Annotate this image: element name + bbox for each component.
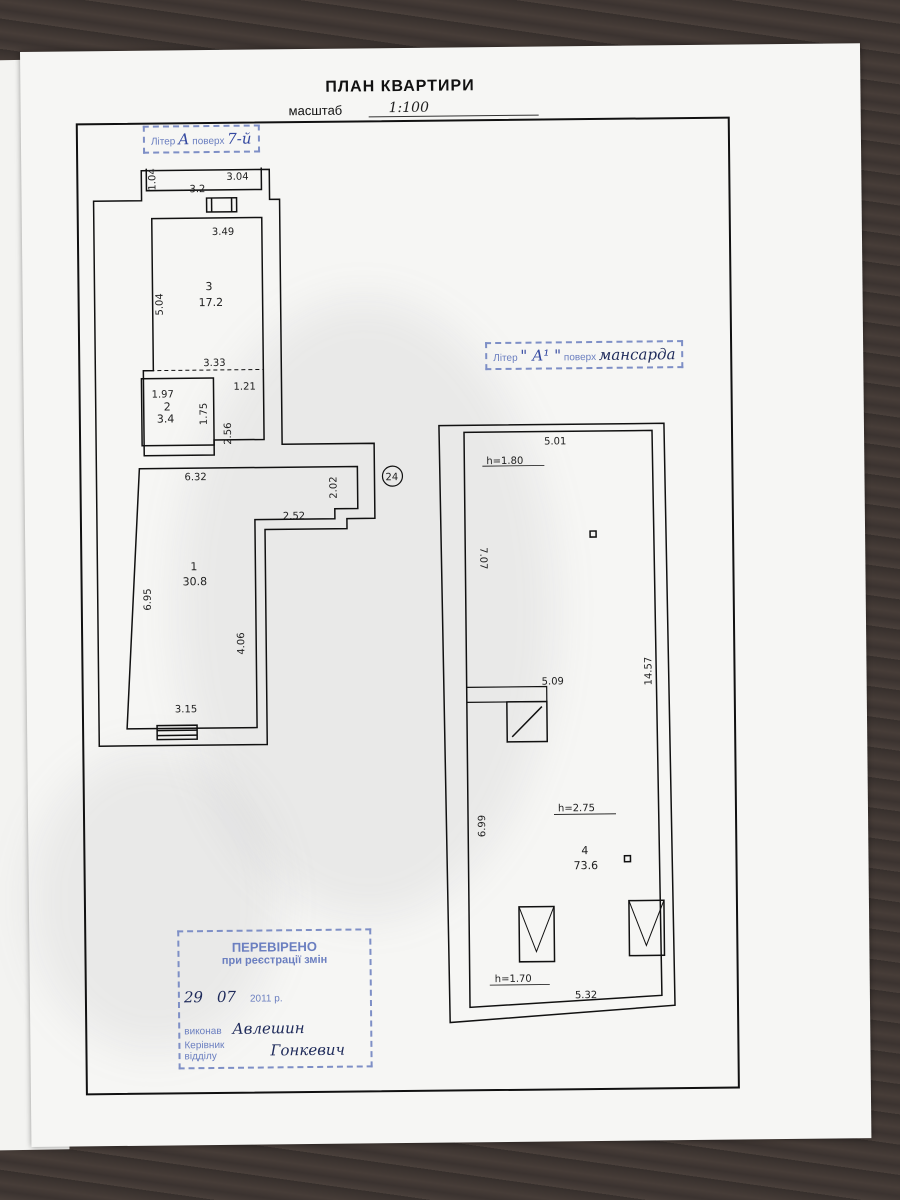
- stamp-date-month: 07: [216, 987, 237, 1006]
- stamp-date-suffix: р.: [274, 993, 283, 1005]
- verification-stamp: ПЕРЕВІРЕНО при реєстрації змін 29 07 201…: [177, 928, 373, 1070]
- dim-total-height: 14.57: [643, 657, 654, 686]
- right-plan-inner-wall: [463, 429, 663, 1009]
- room1-wall: [126, 465, 359, 730]
- dim-lower-height: 6.99: [477, 815, 488, 837]
- stamp-date-year: 2011: [249, 993, 272, 1005]
- stamp-date-day: 29: [183, 988, 204, 1007]
- bathroom-wall: [140, 377, 215, 447]
- dim-room1-inner-height: 4.06: [236, 632, 247, 654]
- room1-area: 30.8: [182, 575, 207, 588]
- dim-room1-bottom: 3.15: [175, 704, 197, 715]
- room3-area: 17.2: [199, 296, 224, 309]
- room3-number: 3: [205, 280, 212, 293]
- stamp-executor-row: виконав Авлешин: [184, 1019, 305, 1038]
- dim-balcony-width: 3.04: [226, 172, 248, 183]
- dim-room3-bottom: 3.33: [203, 358, 225, 369]
- height-middle: h=2.75: [558, 803, 595, 814]
- dim-corridor-height: 2.56: [223, 423, 234, 445]
- vent-box: [628, 899, 666, 957]
- stamp-executor-signature: Авлешин: [232, 1019, 305, 1038]
- stair-marker-circle: [381, 465, 404, 487]
- dim-bottom-width: 5.32: [575, 990, 597, 1001]
- dim-balcony-depth: 1.04: [147, 168, 158, 190]
- right-plan-partition: [466, 685, 548, 703]
- dim-step-width: 2.52: [283, 511, 305, 522]
- room2-number: 2: [164, 400, 171, 413]
- dim-bath-height: 1.75: [199, 403, 210, 425]
- dim-mid-width: 5.09: [542, 676, 564, 687]
- dim-room3-width: 3.49: [212, 227, 234, 238]
- dim-balcony-inner: 3.2: [189, 184, 205, 195]
- height-bottom: h=1.70: [495, 974, 532, 985]
- dim-room1-height: 6.95: [143, 588, 154, 610]
- floor-plan-sheet: ПЛАН КВАРТИРИ масштаб 1:100 Літер А пове…: [20, 43, 872, 1147]
- dim-bath-width: 1.97: [152, 389, 174, 400]
- dim-room3-height: 5.04: [155, 293, 166, 315]
- stamp-head-signature: Гонкевич: [270, 1040, 345, 1060]
- window: [156, 724, 198, 741]
- dim-upper-height: 7.07: [477, 547, 488, 569]
- stamp-executor-label: виконав: [184, 1025, 222, 1038]
- room4-area: 73.6: [573, 859, 598, 872]
- left-plan-inner-wall: [142, 216, 265, 457]
- window: [205, 196, 238, 213]
- dim-step-height: 2.02: [328, 476, 339, 498]
- balcony-wall: [145, 167, 263, 192]
- room2-area: 3.4: [157, 412, 175, 425]
- vent-box: [518, 905, 556, 963]
- stamp-date-row: 29 07 2011 р.: [183, 986, 366, 1007]
- room4-number: 4: [581, 844, 588, 857]
- dim-room1-top: 6.32: [184, 472, 206, 483]
- dim-top-width: 5.01: [544, 436, 566, 447]
- stamp-subheading: при реєстрації змін: [221, 953, 328, 967]
- stamp-head-label: Керівник відділу: [184, 1039, 225, 1063]
- stair-marker: 24: [385, 472, 398, 483]
- room1-number: 1: [190, 560, 197, 573]
- floor-plan-drawing: 24 1.04 3.04 3.2 3.49 5.04 3 17.2 3.33 1…: [92, 167, 676, 1024]
- dim-corridor-width: 1.21: [233, 382, 255, 393]
- height-top: h=1.80: [486, 456, 523, 467]
- right-plan-outer-wall: [438, 422, 676, 1024]
- chimney: [506, 700, 549, 743]
- left-plan-outer-wall: [92, 168, 376, 747]
